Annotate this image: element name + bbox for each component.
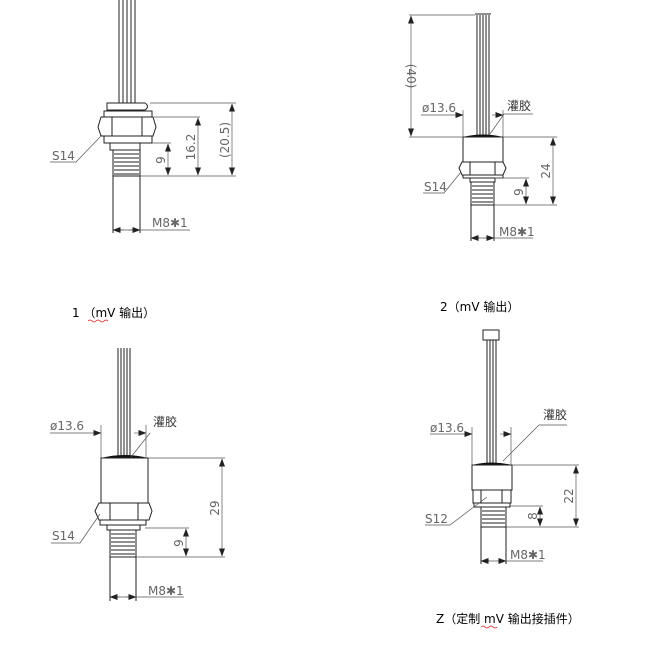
drawing-4: ø13.6 灌胶 22 8 S12 M8✱1 Z（定制 mV 输出接插件） <box>425 329 580 629</box>
dim-hex-height: 16.2 <box>184 134 198 161</box>
potting-label: 灌胶 <box>543 407 567 422</box>
dim-body-height: 22 <box>562 488 576 503</box>
dim-body-height: 24 <box>539 163 553 178</box>
drawing-2: (40) ø13.6 灌胶 24 9 S14 M8✱1 2（mV 输出） <box>404 13 557 314</box>
dimension-lines <box>408 14 557 241</box>
dim-thread-length: 9 <box>154 156 168 164</box>
cable-wires <box>475 13 491 137</box>
diameter-label: ø13.6 <box>430 421 464 435</box>
thread-label: M8✱1 <box>510 548 546 562</box>
dim-body-height: 29 <box>208 500 222 515</box>
dimension-lines <box>425 424 579 564</box>
hex-size-label: S14 <box>52 529 75 543</box>
sensor-body <box>94 455 153 601</box>
sensor-body <box>471 462 513 564</box>
thread-label: M8✱1 <box>499 225 535 239</box>
hex-size-label: S14 <box>424 180 447 194</box>
dim-cable-length: (40) <box>404 64 418 89</box>
drawing-caption: 2（mV 输出） <box>440 299 519 314</box>
spellcheck-underline <box>87 319 109 323</box>
cable-wires <box>486 340 497 464</box>
dimension-lines <box>50 425 225 600</box>
drawing-1: 9 16.2 (20.5) S14 M8✱1 1 （mV 输出） <box>50 0 236 323</box>
hex-size-label: S12 <box>425 512 448 526</box>
drawing-caption: Z（定制 mV 输出接插件） <box>436 611 580 626</box>
spellcheck-underline <box>480 625 498 629</box>
sensor-body <box>458 134 507 241</box>
drawing-caption: 1 （mV 输出） <box>72 305 155 320</box>
drawing-3: ø13.6 灌胶 29 9 S14 M8✱1 <box>50 348 225 601</box>
cable-wires <box>117 348 131 457</box>
potting-label: 灌胶 <box>507 98 531 113</box>
diameter-label: ø13.6 <box>50 419 84 433</box>
potting-label: 灌胶 <box>153 414 177 429</box>
thread-label: M8✱1 <box>148 584 184 598</box>
dimension-lines <box>50 102 236 233</box>
diameter-label: ø13.6 <box>422 101 456 115</box>
dim-thread-length: 9 <box>172 539 186 547</box>
thread-label: M8✱1 <box>152 216 188 230</box>
dim-thread-length: 9 <box>512 188 526 196</box>
dim-total-height: (20.5) <box>218 122 232 158</box>
sensor-body <box>97 102 157 233</box>
dim-thread-length: 8 <box>526 512 540 520</box>
hex-size-label: S14 <box>52 149 75 163</box>
connector-plug <box>482 329 500 341</box>
cable-wires <box>118 0 136 103</box>
